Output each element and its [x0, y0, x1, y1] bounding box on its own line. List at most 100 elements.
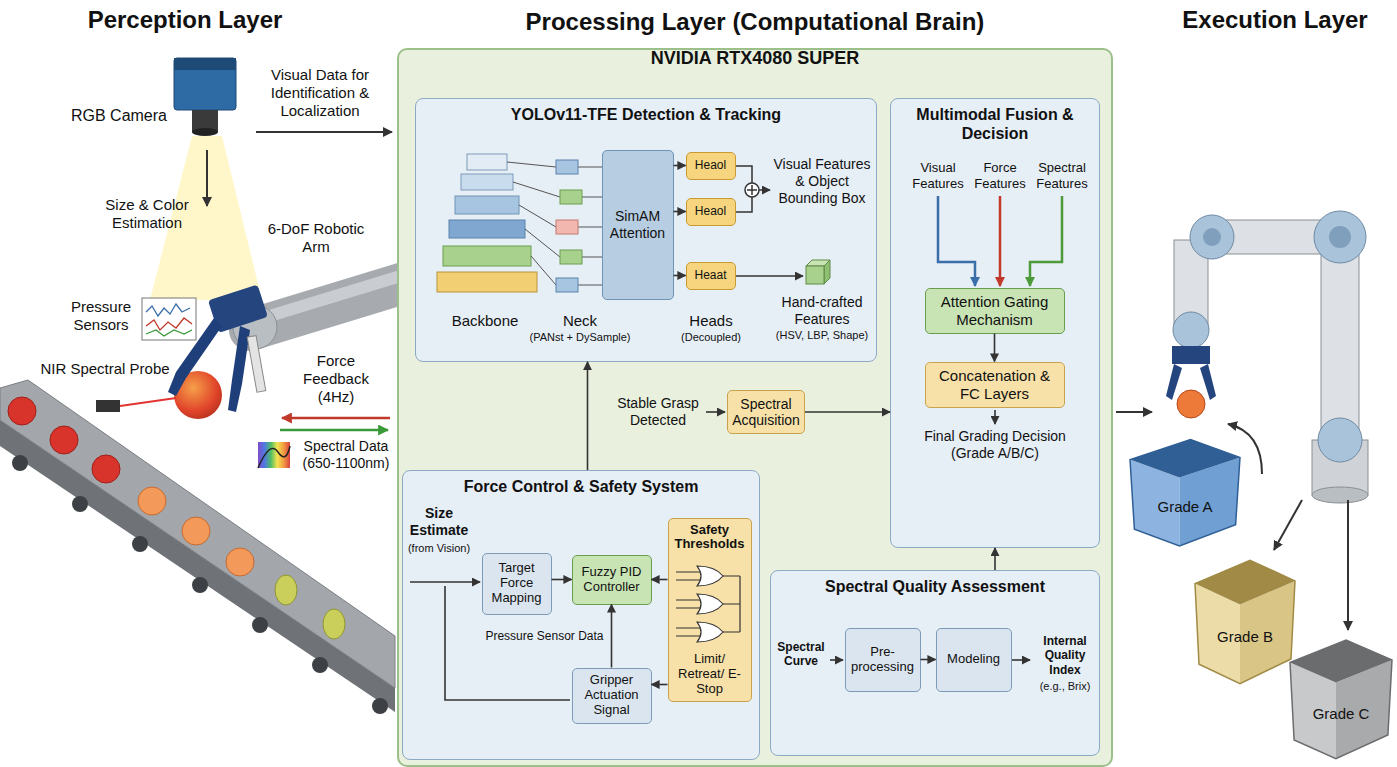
grade-bin: Grade A	[1130, 435, 1240, 547]
gripper	[1166, 346, 1216, 418]
node-text: Limit/ Retreat/ E-Stop	[672, 652, 748, 697]
connector-arrow	[805, 411, 890, 413]
node-title: Heaat	[691, 269, 731, 283]
gripper	[1177, 390, 1205, 418]
connector-arrow	[552, 579, 572, 581]
neck-blocks	[560, 250, 582, 264]
node-text: NVIDIA RTX4080 SUPER	[399, 48, 1111, 70]
sorting-arrow	[1347, 500, 1349, 630]
gripper	[168, 318, 222, 396]
sorting-arrow	[1274, 500, 1302, 550]
node-title: Grade C	[1313, 705, 1370, 722]
connector-arrow	[994, 334, 996, 362]
signal-label: Spectral Data (650-1100nm)	[298, 438, 394, 472]
bin-opening	[1290, 640, 1392, 683]
flow-arrow	[830, 659, 843, 661]
head-merge	[759, 189, 770, 191]
process-box: Concatenation & FC Layers	[925, 362, 1065, 408]
feature-cube	[824, 260, 830, 284]
input-label: Spectral Curve	[772, 640, 830, 669]
gripper	[1200, 364, 1216, 400]
fruit	[8, 397, 36, 425]
conveyor-belt	[132, 536, 148, 552]
head-merge	[736, 197, 752, 212]
data-arrow	[256, 131, 392, 133]
signal-label: Stable Grasp Detected	[612, 395, 704, 429]
fruit	[8, 397, 345, 639]
camera-icon	[174, 58, 236, 70]
head-merge	[736, 275, 803, 277]
output-label: Internal Quality Index	[1032, 634, 1098, 677]
nir-probe	[120, 398, 176, 406]
flow-arrow	[994, 410, 996, 424]
backbone-layers	[461, 174, 513, 190]
node-title: Fuzzy PID Controller	[577, 565, 647, 595]
feature-link	[525, 229, 560, 257]
part-note: (from Vision)	[404, 542, 474, 555]
robot-arm	[1203, 228, 1221, 246]
neck-blocks	[556, 160, 578, 174]
fruit	[182, 517, 210, 545]
part-note: (HSV, LBP, Shape)	[768, 329, 876, 342]
head-block: Heaat	[686, 262, 736, 290]
process-box: Target Force Mapping	[482, 553, 552, 615]
layer-heading: Execution Layer	[1160, 6, 1390, 35]
fruit	[226, 548, 254, 576]
node-title: YOLOv11-TFE Detection & Tracking	[416, 99, 876, 124]
process-box: Attention Gating Mechanism	[925, 288, 1065, 334]
feature-cube	[806, 260, 830, 284]
node-title: Safety Thresholds	[672, 523, 748, 553]
connector-arrow	[994, 548, 996, 570]
feature-link	[519, 205, 556, 227]
logic-gates	[697, 566, 723, 586]
conveyor-belt	[252, 617, 268, 633]
fruit	[92, 455, 120, 483]
fusion-input-arrow	[938, 196, 1062, 286]
logic-gates	[697, 622, 723, 642]
robot-arm	[1314, 211, 1366, 263]
signal-label: Size & Color Estimation	[96, 196, 198, 232]
node-title: Heaol	[691, 205, 731, 219]
conveyor-belt	[372, 698, 388, 714]
bin-outline	[1130, 440, 1240, 546]
part-label: Neck	[530, 312, 630, 330]
input-label: Spectral Features	[1030, 160, 1094, 191]
process-box: Modeling	[936, 628, 1012, 692]
node-title: Concatenation & FC Layers	[930, 367, 1060, 402]
node-title: Modeling	[941, 652, 1007, 667]
fusion-input-arrow	[999, 196, 1002, 286]
robot-arm	[1312, 487, 1368, 503]
flow-arrow	[1012, 659, 1030, 661]
pressure-graph	[142, 298, 196, 340]
feature-link	[578, 285, 602, 286]
connector-group	[552, 166, 996, 685]
feature-link	[507, 162, 556, 167]
node-title: Gripper Actuation Signal	[577, 673, 647, 718]
part-note: (e.g., Brix)	[1030, 680, 1100, 693]
device-label: 6-DoF Robotic Arm	[258, 220, 374, 256]
backbone-layers	[449, 220, 525, 238]
part-note: (PANst + DySample)	[520, 331, 640, 344]
node-title: Attention Gating Mechanism	[930, 293, 1060, 328]
force-feedback-arrows	[282, 417, 390, 420]
backbone-layers	[467, 154, 507, 170]
part-label: Heads	[666, 312, 756, 330]
pressure-graph	[146, 318, 192, 330]
node-title: SimAM Attention	[607, 208, 669, 240]
logic-gates	[676, 572, 700, 636]
grade-bin: Grade B	[1195, 555, 1295, 685]
neck-blocks	[560, 190, 582, 204]
data-arrow	[206, 150, 208, 206]
device-label: RGB Camera	[62, 106, 167, 125]
connector-arrow	[674, 165, 686, 167]
gripper	[1166, 364, 1182, 400]
bin-outline	[1195, 560, 1295, 684]
pressure-graph	[146, 330, 192, 336]
robot-arm	[1173, 312, 1209, 348]
camera-icon	[174, 58, 236, 110]
node-title: Multimodal Fusion & Decision	[891, 99, 1099, 143]
logic-gates	[676, 566, 740, 642]
conveyor-belt	[0, 380, 395, 688]
logic-gates	[697, 594, 723, 614]
